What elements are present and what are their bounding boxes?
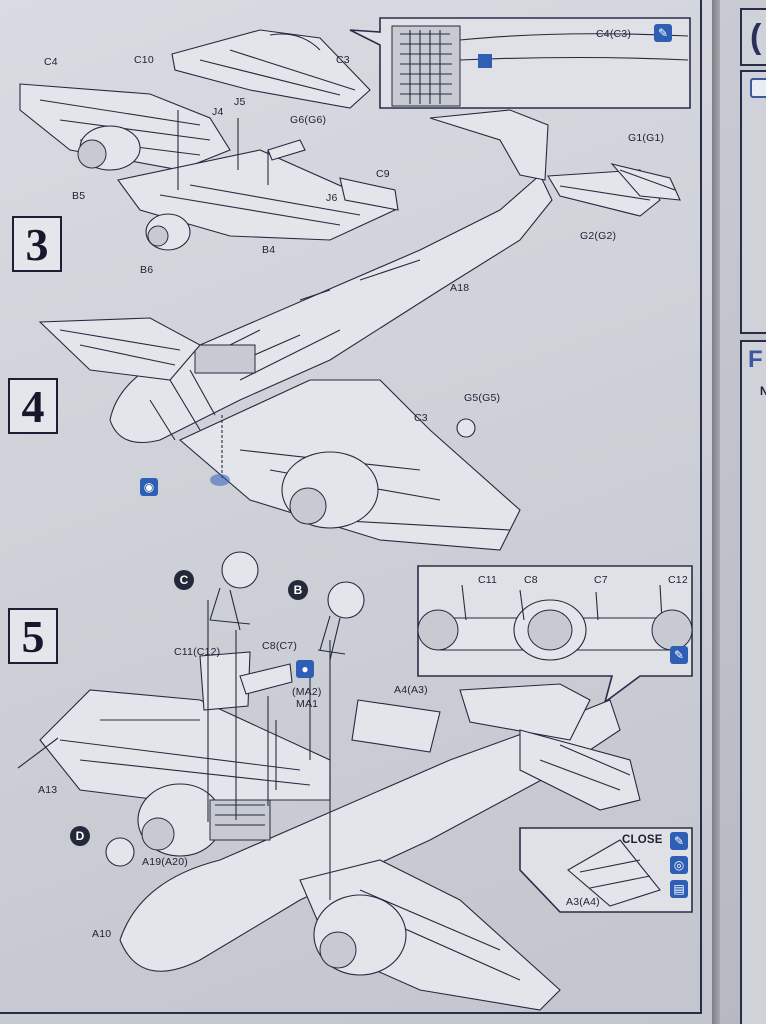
tail-step5 xyxy=(459,683,591,741)
part-g5 xyxy=(456,418,476,438)
close-title: CLOSE xyxy=(622,834,663,846)
detail-part-label: C11 xyxy=(478,574,498,586)
callout-letter-d: D xyxy=(70,826,90,846)
wheel-bay xyxy=(209,799,271,841)
part-label: A13 xyxy=(38,784,58,796)
part-label: C3 xyxy=(414,412,428,424)
part-label: C3 xyxy=(336,54,350,66)
gear-wheel-c xyxy=(221,551,259,589)
part-label: C8(C7) xyxy=(262,640,298,652)
part-label: B6 xyxy=(140,264,154,276)
wing-panel-c3 xyxy=(171,29,371,109)
part-label: G5(G5) xyxy=(464,392,501,404)
facing-box-mid xyxy=(740,70,766,334)
part-label: B5 xyxy=(72,190,86,202)
lower-wing-b4 xyxy=(117,149,397,241)
part-label: J4 xyxy=(212,106,224,118)
callout-letter-b: B xyxy=(288,580,308,600)
part-label: B4 xyxy=(262,244,276,256)
callout-letter-c: C xyxy=(174,570,194,590)
paint-drop-icon: ● xyxy=(296,660,314,678)
part-c8 xyxy=(239,663,293,695)
step-number-4: 4 xyxy=(8,378,58,434)
brush-icon: ✎ xyxy=(654,24,672,42)
part-label: A18 xyxy=(450,282,470,294)
part-label: A10 xyxy=(92,928,112,940)
instruction-sheet: 3 4 5 C4 C10 C3 J5 J4 G6(G6) C9 J6 B5 B6… xyxy=(0,0,712,1024)
part-label: C11(C12) xyxy=(174,646,221,658)
step-number-3: 3 xyxy=(12,216,62,272)
facing-subheading: N xyxy=(760,386,766,398)
facing-box-bottom xyxy=(740,340,766,1024)
part-c11 xyxy=(199,651,251,711)
part-label: J5 xyxy=(234,96,246,108)
facing-page: ( F N xyxy=(720,0,766,1024)
part-label: C9 xyxy=(376,168,390,180)
paint-code-label: MA1 xyxy=(296,698,319,710)
facing-letter-top: ( xyxy=(750,18,762,56)
facing-box-top xyxy=(740,8,766,66)
step-number-5: 5 xyxy=(8,608,58,664)
part-label: G6(G6) xyxy=(290,114,327,126)
glue-icon: ◉ xyxy=(140,478,158,496)
part-label: A19(A20) xyxy=(142,856,188,868)
gear-wheel-d xyxy=(105,837,135,867)
part-label: G2(G2) xyxy=(580,230,617,242)
part-label: A4(A3) xyxy=(394,684,428,696)
fuselage-step5 xyxy=(119,699,621,972)
paint-marker xyxy=(478,54,492,68)
stabilizer-step5 xyxy=(519,729,641,811)
wing-left-step5 xyxy=(39,689,331,801)
part-label: A3(A4) xyxy=(566,896,600,908)
part-a4 xyxy=(351,699,441,753)
part-label: J6 xyxy=(326,192,338,204)
detail-panel xyxy=(391,25,461,107)
gear-wheel-b xyxy=(327,581,365,619)
brush-icon xyxy=(750,78,766,98)
cockpit-glazing xyxy=(194,344,256,374)
part-label: G1(G1) xyxy=(628,132,665,144)
brush-icon: ✎ xyxy=(670,646,688,664)
page-gutter xyxy=(712,0,720,1024)
part-label: C4 xyxy=(44,56,58,68)
facing-heading: F xyxy=(748,346,763,373)
part-label: C10 xyxy=(134,54,154,66)
paint-code-label: (MA2) xyxy=(292,686,322,698)
assembly-illustrations xyxy=(17,17,693,1011)
decal-icon: ◎ xyxy=(670,856,688,874)
detail-part-label: C8 xyxy=(524,574,538,586)
detail-part-label: C7 xyxy=(594,574,608,586)
detail-part-label: C4(C3) xyxy=(596,28,632,40)
brush-icon: ✎ xyxy=(670,832,688,850)
tail-fin xyxy=(429,109,549,181)
detail-part-label: C12 xyxy=(668,574,688,586)
stripes-icon: ▤ xyxy=(670,880,688,898)
sheet-border xyxy=(0,0,702,1014)
part-c9 xyxy=(339,177,399,211)
